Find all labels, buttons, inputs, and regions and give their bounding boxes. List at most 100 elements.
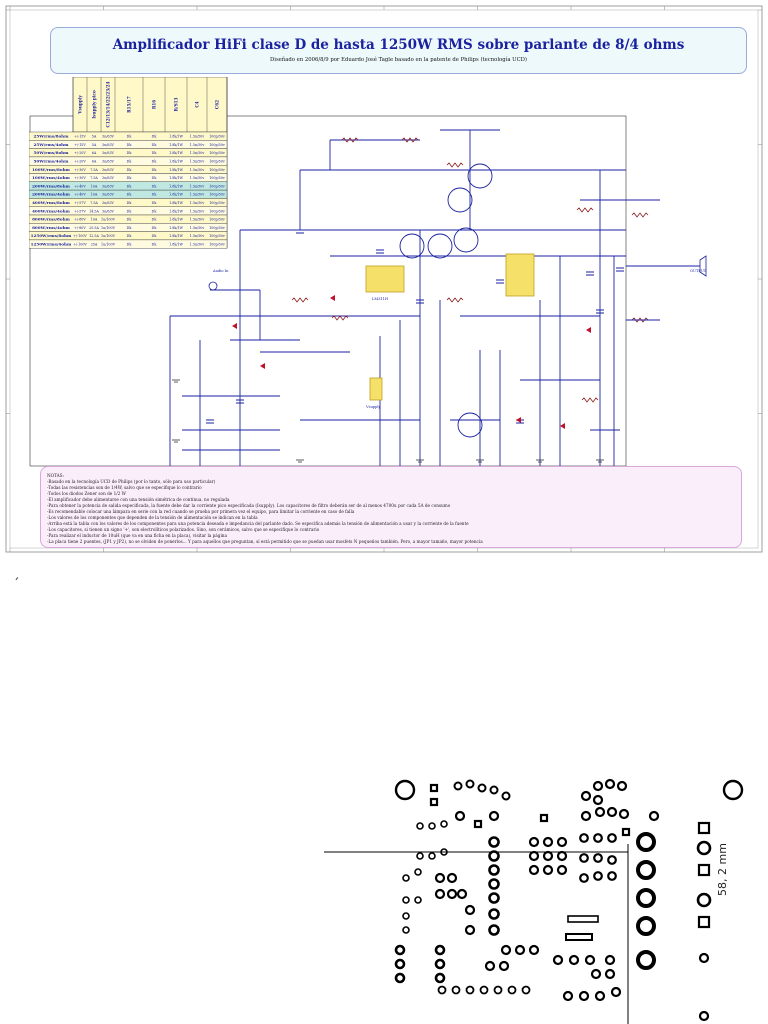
table-cell: 3u/63V (102, 209, 115, 213)
note-line: -Es recomendable colocar una lámpara en … (47, 509, 355, 514)
table-cell: 100p/50v (209, 209, 225, 213)
table-cell: +/-30V (74, 168, 86, 172)
table-cell: 1.5n/50v (190, 135, 205, 139)
table-cell: Dk (152, 201, 158, 205)
table-cell: 3u/63V (102, 151, 115, 155)
note-line: -Para obtener la potencia de salida espe… (47, 503, 451, 508)
table-cell: 6A (92, 151, 97, 155)
table-cell: 1250W/rms/8ohm (31, 233, 72, 238)
table-cell: Dk (127, 226, 133, 230)
table-cell: 1.5n/50v (190, 176, 205, 180)
table-cell: 1.8k/1W (169, 193, 183, 197)
note-line: -Los valores de los componentes que depe… (47, 515, 258, 520)
table-cell: 10A (91, 218, 98, 222)
table-cell: 1.5n/50v (190, 193, 205, 197)
ic-label: LM311H (372, 297, 388, 301)
table-cell: +/-20V (74, 160, 86, 164)
table-cell: Dk (152, 135, 158, 139)
table-cell: +/-100V (73, 243, 87, 247)
table-header: C12/13/14/22/23/24 (106, 81, 111, 127)
table-cell: Dk (127, 243, 133, 247)
audio-in-label: Audio In (212, 269, 229, 273)
table-header: R16 (152, 100, 157, 109)
table-cell: 100p/50v (209, 168, 225, 172)
table-cell: 1.8k/1W (169, 184, 183, 188)
notes-block: NOTAS:-Basado en la tecnología UCD de Ph… (40, 466, 742, 548)
table-cell: 1.8k/1W (169, 201, 183, 205)
table-cell: 100p/50v (209, 193, 225, 197)
table-cell: 100p/50v (209, 135, 225, 139)
table-cell: 1u/100V (101, 226, 116, 230)
table-cell: 100p/50v (209, 176, 225, 180)
table-cell: 100p/50v (209, 243, 225, 247)
note-line: -Los capacitores, si tienen un signo '+'… (47, 527, 320, 532)
table-cell: Dk (127, 209, 133, 213)
table-cell: +/-100V (73, 234, 87, 238)
table-cell: 1.8k/1W (169, 168, 183, 172)
table-cell: +/-80V (74, 218, 86, 222)
table-cell: 5A (92, 135, 97, 139)
table-cell: Dk (152, 184, 158, 188)
table-header: R15/17 (127, 96, 132, 113)
table-cell: 25W/rms/4ohm (34, 142, 70, 147)
table-cell: 1.5n/50v (190, 160, 205, 164)
table-cell: Dk (127, 168, 133, 172)
table-cell: +/-57V (74, 209, 86, 213)
table-cell: 25A (91, 243, 98, 247)
schematic-drawing: LM311H Vsupply Audio In OUTPUT (5, 5, 763, 553)
table-cell: 14.5A (89, 209, 99, 213)
table-cell: +/-15V (74, 135, 86, 139)
note-line: NOTAS: (47, 473, 64, 478)
table-cell: Dk (152, 226, 158, 230)
table-cell: Dk (152, 176, 158, 180)
table-cell: 3u/63V (102, 135, 115, 139)
table-cell: 25W/rms/8ohm (34, 134, 70, 139)
table-cell: 800W/rms/8ohm (32, 217, 70, 222)
table-cell: 800W/rms/4ohm (32, 225, 70, 230)
table-cell: Dk (127, 218, 133, 222)
table-cell: 1.8k/1W (169, 176, 183, 180)
table-cell: 1u/100V (101, 218, 116, 222)
schematic-sheet: LM311H Vsupply Audio In OUTPUT Amplifica… (5, 5, 763, 553)
pcb-dimension: 58, 2 mm (716, 843, 729, 896)
table-cell: +/-15V (74, 143, 86, 147)
table-cell: 200W/rms/4ohm (32, 192, 70, 197)
table-cell: 6A (92, 160, 97, 164)
table-cell: Dk (127, 176, 133, 180)
table-cell: 10A (91, 184, 98, 188)
table-cell: +/-40V (74, 193, 86, 197)
table-cell: 1250W/rms/4ohm (31, 242, 72, 247)
table-cell: 1u/100V (101, 234, 116, 238)
table-cell: Dk (127, 184, 133, 188)
table-header: R/S13 (174, 97, 179, 111)
table-cell: 100p/50v (209, 160, 225, 164)
table-cell: 1.5n/50v (190, 234, 205, 238)
table-cell: Dk (127, 201, 133, 205)
table-cell: 1.8k/1W (169, 243, 183, 247)
table-cell: 7.5A (90, 201, 98, 205)
table-cell: 1.5n/50v (190, 209, 205, 213)
table-cell: 1.5n/50v (190, 201, 205, 205)
table-cell: +/-57V (74, 201, 86, 205)
table-cell: Dk (152, 243, 158, 247)
table-cell: 1.5n/50v (190, 184, 205, 188)
table-cell: 1.8k/1W (169, 151, 183, 155)
note-line: -Para realizar el inductor de 10uH (que … (47, 533, 227, 538)
table-cell: Dk (152, 160, 158, 164)
table-cell: Dk (127, 234, 133, 238)
table-cell: Dk (127, 160, 133, 164)
table-cell: 100p/50v (209, 151, 225, 155)
page-title: Amplificador HiFi clase D de hasta 1250W… (112, 37, 685, 53)
table-cell: Dk (152, 209, 158, 213)
table-cell: Dk (127, 151, 133, 155)
table-cell: 1u/100V (101, 243, 116, 247)
table-cell: 50W/rms/8ohm (34, 150, 70, 155)
table-cell: 1.8k/1W (169, 135, 183, 139)
table-cell: 3u/63V (102, 143, 115, 147)
table-cell: 1.8k/1W (169, 143, 183, 147)
table-cell: 100p/50v (209, 226, 225, 230)
table-cell: 5A (92, 143, 97, 147)
table-cell: 20.5A (89, 226, 99, 230)
table-cell: Dk (152, 151, 158, 155)
